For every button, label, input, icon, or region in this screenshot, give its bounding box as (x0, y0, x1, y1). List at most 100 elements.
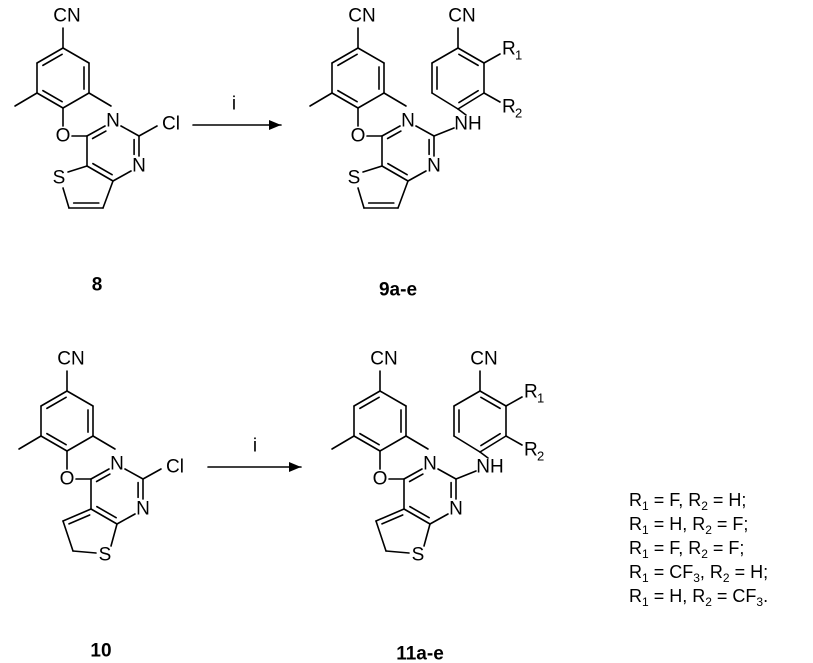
r1-label-letter: R (524, 382, 538, 403)
double-bond-inner (359, 432, 380, 446)
pyrimidine-bond (437, 468, 457, 480)
nitrogen-label: N (449, 499, 463, 520)
r1-label-subscript: 1 (515, 48, 522, 63)
anilino-ring-bond (431, 92, 459, 110)
substituent-row: R1 = F, R2 = H; (629, 490, 747, 513)
chlorine-label: Cl (166, 457, 184, 478)
r1-label-letter: R (502, 39, 516, 60)
chlorine-label: Cl (162, 114, 180, 135)
double-bond-inner (381, 514, 404, 525)
anilino-ring-bond (453, 390, 481, 407)
thiophene-bond (362, 165, 383, 173)
thiophene-bond (385, 550, 410, 554)
substituent-bond (483, 92, 501, 103)
thiophene-bond (67, 165, 88, 173)
nitrogen-label: N (106, 111, 120, 132)
thiophene-bond (110, 523, 118, 547)
substituent-bond (505, 435, 523, 446)
nitrile-label: CN (348, 6, 375, 27)
double-bond-inner (46, 396, 67, 410)
aryl-ring-bond (36, 47, 64, 64)
methyl-bond (14, 92, 38, 107)
thiophene-bond (397, 180, 409, 209)
substituent-bond (505, 396, 523, 407)
substituent-row: R1 = F, R2 = F; (629, 538, 745, 561)
thiophene-bond (72, 550, 97, 554)
double-bond-inner (458, 89, 479, 104)
aryl-ring-bond (40, 435, 68, 452)
double-bond-inner (91, 130, 107, 140)
amine-bond (457, 108, 467, 116)
pyrimidine-bond (415, 125, 435, 137)
nitrile-label: CN (370, 349, 397, 370)
methyl-bond (405, 435, 429, 450)
substituent-bond (483, 53, 501, 64)
aryl-ring-bond (36, 92, 64, 109)
compound-number: 11a-e (396, 644, 444, 663)
substituent-legend: R1 = F, R2 = H;R1 = H, R2 = F;R1 = F, R2… (629, 488, 813, 608)
methyl-bond (92, 435, 116, 450)
pyrimidine-bond (86, 125, 106, 137)
aryl-ring-bond (357, 47, 385, 64)
thiophene-bond (375, 520, 387, 552)
nitrogen-label: N (132, 156, 146, 177)
aryl-ring-bond (379, 390, 407, 407)
amine-bond (455, 470, 477, 480)
pyrimidine-bond (403, 468, 423, 480)
chloro-bond (138, 125, 158, 137)
pyrimidine-bond (403, 508, 431, 525)
methyl-bond (331, 435, 355, 450)
thiophene-bond (102, 180, 114, 209)
thiophene-bond (423, 523, 431, 547)
double-bond-inner (95, 473, 111, 483)
double-bond-inner (458, 53, 479, 67)
thiophene-bond (62, 187, 70, 209)
pyrimidine-bond (116, 513, 136, 525)
aryl-ring-bond (66, 435, 94, 452)
double-bond-inner (386, 130, 402, 140)
aryl-ring-bond (331, 92, 359, 109)
amine-label: NH (476, 457, 503, 478)
oxygen-label: O (60, 469, 75, 490)
pyrimidine-bond (90, 468, 110, 480)
r2-label-subscript: 2 (515, 106, 522, 121)
aryl-ring-bond (62, 92, 90, 109)
r1-label-subscript: 1 (537, 391, 544, 406)
aryl-ring-bond (62, 47, 90, 64)
chloro-bond (142, 468, 162, 480)
nitrogen-label: N (136, 499, 150, 520)
double-bond-inner (480, 432, 501, 447)
pyrimidine-bond (381, 125, 401, 137)
substituent-row: R1 = H, R2 = CF3. (629, 586, 769, 609)
amine-bond (433, 127, 455, 137)
pyrimidine-bond (407, 170, 427, 182)
substituent-row: R1 = CF3, R2 = H; (629, 562, 769, 585)
double-bond-inner (337, 89, 358, 103)
pyrimidine-bond (381, 165, 409, 182)
anilino-ring-bond (457, 47, 485, 64)
sulfur-label: S (53, 168, 66, 189)
aryl-ring-bond (379, 435, 407, 452)
double-bond-inner (337, 53, 358, 67)
oxygen-label: O (373, 469, 388, 490)
nitrile-label: CN (448, 6, 475, 27)
pyrimidine-bond (86, 165, 114, 182)
oxygen-label: O (56, 126, 71, 147)
pyrimidine-bond (429, 513, 449, 525)
double-bond-inner (42, 53, 63, 67)
double-bond-inner (387, 162, 408, 176)
oxygen-label: O (351, 126, 366, 147)
reaction-arrow-head (269, 120, 281, 130)
reaction-arrow-head (289, 462, 301, 472)
amine-bond (479, 451, 489, 459)
aryl-ring-bond (353, 390, 381, 407)
double-bond-inner (96, 505, 117, 519)
pyrimidine-bond (124, 468, 144, 480)
double-bond-inner (92, 162, 113, 176)
nitrile-label: CN (57, 349, 84, 370)
nitrile-label: CN (470, 349, 497, 370)
thiophene-bond (62, 520, 74, 552)
methyl-bond (18, 435, 42, 450)
